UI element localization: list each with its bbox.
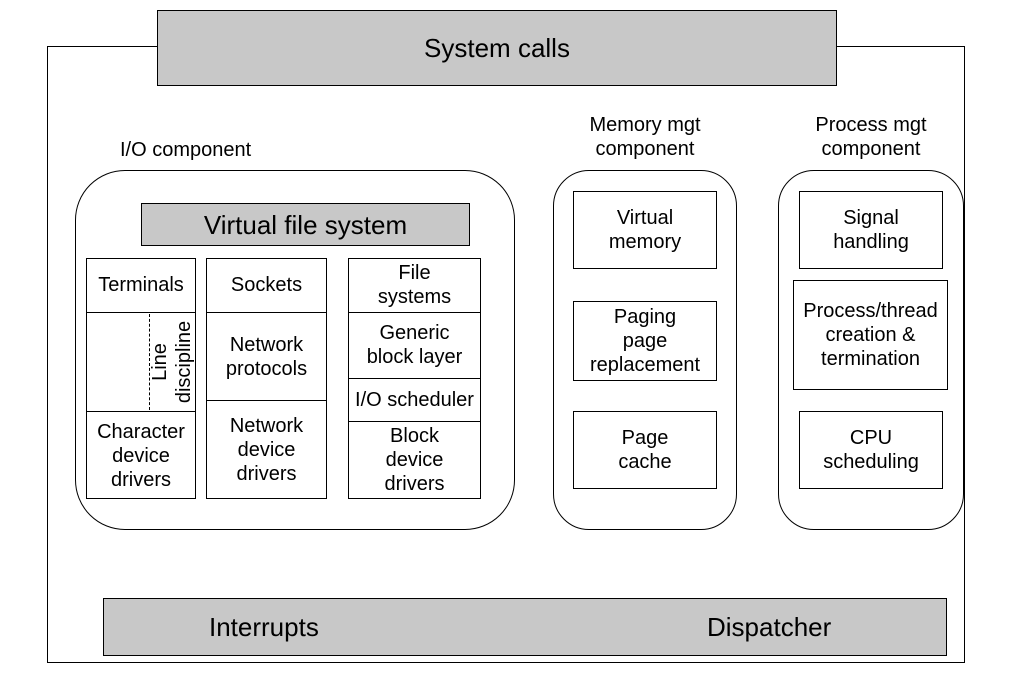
memory-component-title: Memory mgt component [589,114,701,160]
network-device-drivers: Network device drivers [206,400,327,499]
dispatcher-label: Dispatcher [707,612,832,642]
network-stack [206,258,327,499]
terminals-box: Terminals [86,258,196,313]
line-discipline-label: Line discipline [149,320,196,404]
interrupts-label: Interrupts [209,612,319,642]
block-device-drivers: Block device drivers [384,425,445,495]
interrupts-dispatcher-bar [103,598,947,656]
io-scheduler-box: I/O scheduler [348,378,481,422]
system-calls-bar: System calls [157,10,837,86]
terminal-stack [86,258,196,499]
io-component-title: I/O component [120,139,252,161]
line-discipline-divider [149,314,150,410]
network-protocols-box: Network protocols [225,333,308,380]
system-calls-label: System calls [424,33,570,63]
virtual-memory-box: Virtual memory [573,191,717,269]
terminals-label: Terminals [98,274,184,296]
sockets-label: Sockets [230,274,303,296]
virtual-file-system: Virtual file system [141,203,470,246]
file-systems-box: File systems [348,258,481,313]
character-device-drivers: Character device drivers [86,411,196,499]
paging-box: Paging page replacement [573,301,717,381]
signal-handling-box: Signal handling [799,191,943,269]
vfs-label: Virtual file system [203,209,408,240]
cpu-scheduling-box: CPU scheduling [799,411,943,489]
process-component-title: Process mgt component [815,114,927,160]
generic-block-layer-box: Generic block layer [348,312,481,379]
io-scheduler-label: I/O scheduler [355,388,474,411]
sockets-box: Sockets [206,258,327,313]
line-discipline-box: Line discipline [148,312,196,412]
process-creation-box: Process/thread creation & termination [793,280,948,390]
page-cache-box: Page cache [573,411,717,489]
